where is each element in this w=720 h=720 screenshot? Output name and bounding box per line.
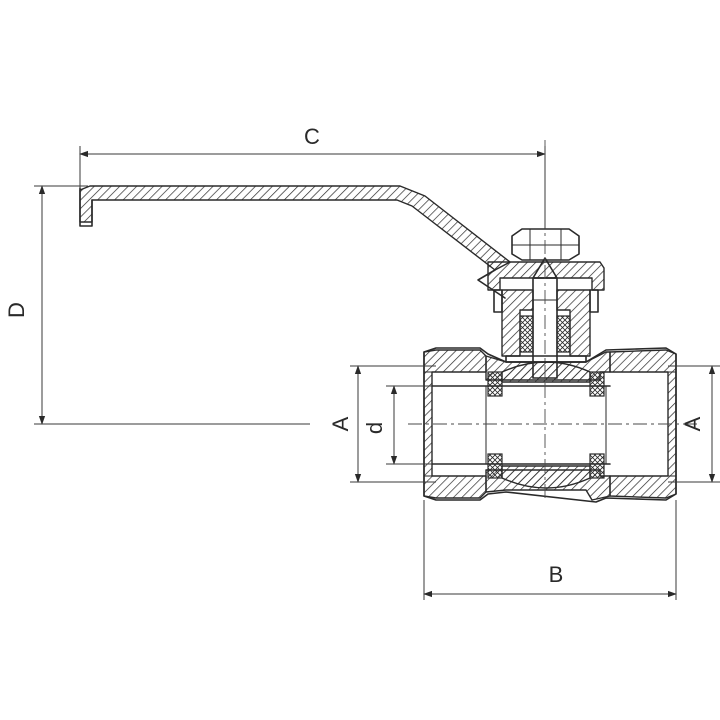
dimension-a-right-label: A	[680, 416, 705, 431]
dimension-a-right: A	[668, 365, 720, 483]
center-lines	[408, 140, 700, 502]
lever-handle	[79, 185, 511, 299]
dimension-a-left: A	[328, 365, 436, 483]
dimension-c-label: C	[304, 124, 320, 149]
dimension-d-bore: d	[362, 385, 432, 465]
valve-body	[423, 347, 677, 503]
dimension-b: B	[423, 500, 677, 600]
stem-assembly	[487, 228, 605, 379]
dimension-d: D	[4, 185, 310, 425]
dimension-c: C	[79, 124, 546, 229]
dimension-a-left-label: A	[328, 416, 353, 431]
dimension-d-label: D	[4, 302, 29, 318]
dimension-b-label: B	[549, 562, 564, 587]
dimension-d-bore-label: d	[362, 422, 387, 434]
